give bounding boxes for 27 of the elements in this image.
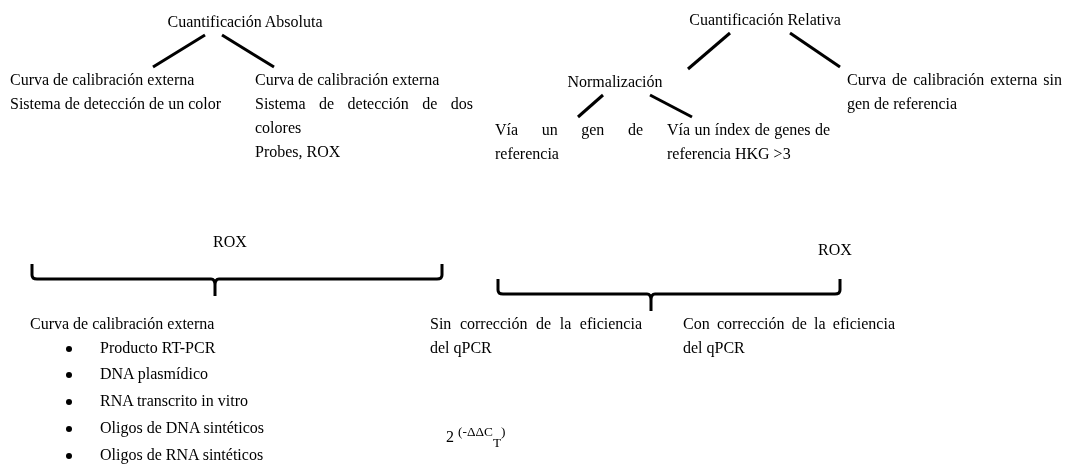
- connector-line: [687, 31, 731, 71]
- text-label: Sin corrección de la eficiencia del qPCR: [430, 314, 642, 359]
- connector-line: [221, 33, 275, 69]
- connector-line: [649, 93, 693, 119]
- node-heading: Curva de calibración externa sin gen de referencia: [847, 70, 1062, 115]
- connector-line: [152, 33, 206, 69]
- node-heading: Vía un índex de genes de referencia HKG >3: [667, 120, 830, 164]
- list-item: RNA transcrito in vitro: [100, 391, 248, 411]
- node-heading: Curva de calibración externa: [255, 70, 441, 90]
- node-heading: Cuantificación Relativa: [688, 10, 842, 30]
- node-text: Sistema de detección de dos colores: [255, 94, 473, 138]
- list-item: Oligos de DNA sintéticos: [100, 418, 264, 439]
- connector-line: [789, 31, 841, 69]
- text-label: Con corrección de la eficiencia del qPCR: [683, 314, 895, 359]
- text-label: Curva de calibración externa: [30, 314, 215, 334]
- node-heading: Curva de calibración externa: [10, 70, 196, 90]
- text-label: ROX: [213, 232, 247, 252]
- node-heading: Normalización: [566, 72, 664, 92]
- node-heading: Vía un gen de referencia: [495, 120, 643, 164]
- list-item: Oligos de RNA sintéticos: [100, 445, 264, 466]
- list-item: Producto RT-PCR: [100, 338, 216, 358]
- connector-line: [577, 93, 604, 119]
- node-heading: Cuantificación Absoluta: [166, 12, 324, 32]
- node-text: Probes, ROX: [255, 142, 342, 162]
- list-item: DNA plasmídico: [100, 364, 208, 385]
- node-text: Sistema de detección de un color: [10, 94, 223, 114]
- text-label: ROX: [818, 240, 852, 260]
